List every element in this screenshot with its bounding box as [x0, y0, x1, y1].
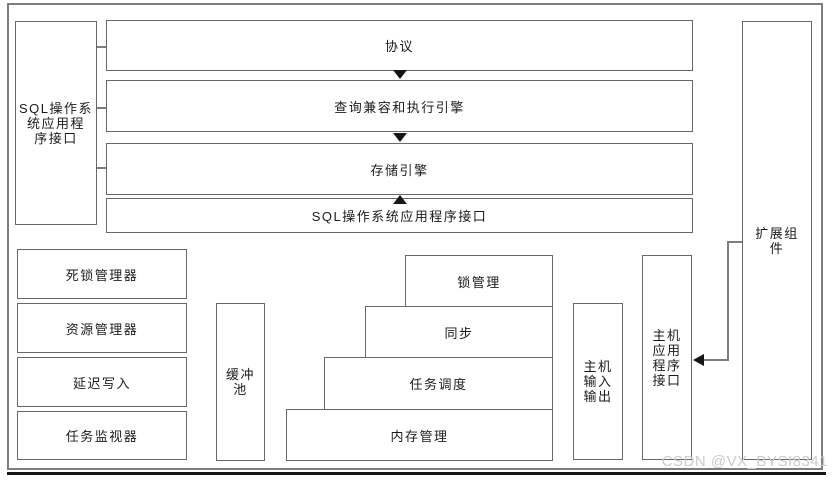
box-extension-component-line: 扩展组: [755, 225, 799, 241]
box-host-app-interface-line: 应用: [652, 342, 682, 358]
box-task-monitor-label: 任务监视器: [65, 429, 139, 444]
connector-left-api-to-query-engine: [96, 107, 107, 109]
box-query-compat-exec-engine: 查询兼容和执行引擎: [106, 80, 693, 132]
box-task-scheduling: 任务调度: [324, 357, 553, 410]
bottom-black-rule: [7, 472, 826, 475]
box-synchronization: 同步: [365, 306, 553, 358]
box-host-input-output-line: 输出: [583, 389, 613, 404]
arrow-up-icon: [393, 195, 407, 204]
box-task-monitor: 任务监视器: [17, 411, 187, 460]
box-sql-os-api-left-line: 统应用程: [26, 115, 85, 131]
connector-left-api-to-protocol: [96, 46, 107, 48]
connector-extension-segment: [727, 241, 729, 361]
box-lazy-write: 延迟写入: [17, 357, 187, 407]
connector-left-api-to-storage-engine: [96, 167, 107, 169]
box-storage-engine-label: 存储引擎: [370, 162, 429, 178]
connector-extension-segment: [703, 359, 729, 361]
box-host-app-interface-line: 接口: [652, 372, 682, 388]
arrow-left-icon: [693, 354, 704, 366]
box-host-app-interface-line: 程序: [652, 357, 682, 373]
box-task-scheduling-label: 任务调度: [409, 377, 468, 392]
box-sql-os-api-left-line: 序接口: [34, 130, 78, 146]
box-protocol: 协议: [106, 20, 693, 71]
box-query-compat-exec-engine-label: 查询兼容和执行引擎: [334, 99, 465, 115]
box-extension-component: 扩展组 件: [742, 21, 812, 460]
box-deadlock-manager-label: 死锁管理器: [65, 267, 139, 283]
box-storage-engine: 存储引擎: [106, 143, 693, 195]
box-buffer-pool-line: 池: [233, 382, 248, 397]
box-host-input-output-line: 输入: [583, 374, 613, 389]
box-sql-os-api-left: SQL操作系 统应用程 序接口: [15, 21, 97, 225]
box-memory-management-label: 内存管理: [390, 428, 449, 444]
box-protocol-label: 协议: [384, 39, 414, 54]
box-lock-management: 锁管理: [405, 255, 553, 307]
box-host-app-interface: 主机 应用 程序 接口: [642, 255, 692, 460]
arrow-down-icon: [393, 70, 407, 79]
box-extension-component-line: 件: [769, 240, 785, 256]
box-synchronization-label: 同步: [444, 325, 474, 341]
box-host-input-output-line: 主机: [583, 359, 613, 374]
box-buffer-pool: 缓冲 池: [216, 303, 265, 461]
connector-extension-segment: [727, 241, 743, 243]
box-host-app-interface-line: 主机: [652, 327, 682, 343]
box-lock-management-label: 锁管理: [457, 274, 501, 290]
csdn-watermark: CSDN @VX_BYSI8341: [661, 453, 828, 470]
box-host-input-output: 主机 输入 输出: [573, 303, 623, 460]
box-resource-manager: 资源管理器: [17, 303, 187, 353]
box-buffer-pool-line: 缓冲: [225, 367, 255, 382]
box-sql-os-api-bottom-label: SQL操作系统应用程序接口: [311, 209, 488, 224]
diagram-outer-border: [7, 3, 823, 470]
arrow-down-icon: [393, 133, 407, 142]
box-resource-manager-label: 资源管理器: [65, 321, 139, 337]
box-deadlock-manager: 死锁管理器: [17, 249, 187, 299]
box-memory-management: 内存管理: [286, 409, 553, 461]
box-sql-os-api-left-line: SQL操作系: [18, 100, 93, 116]
box-lazy-write-label: 延迟写入: [72, 375, 131, 391]
